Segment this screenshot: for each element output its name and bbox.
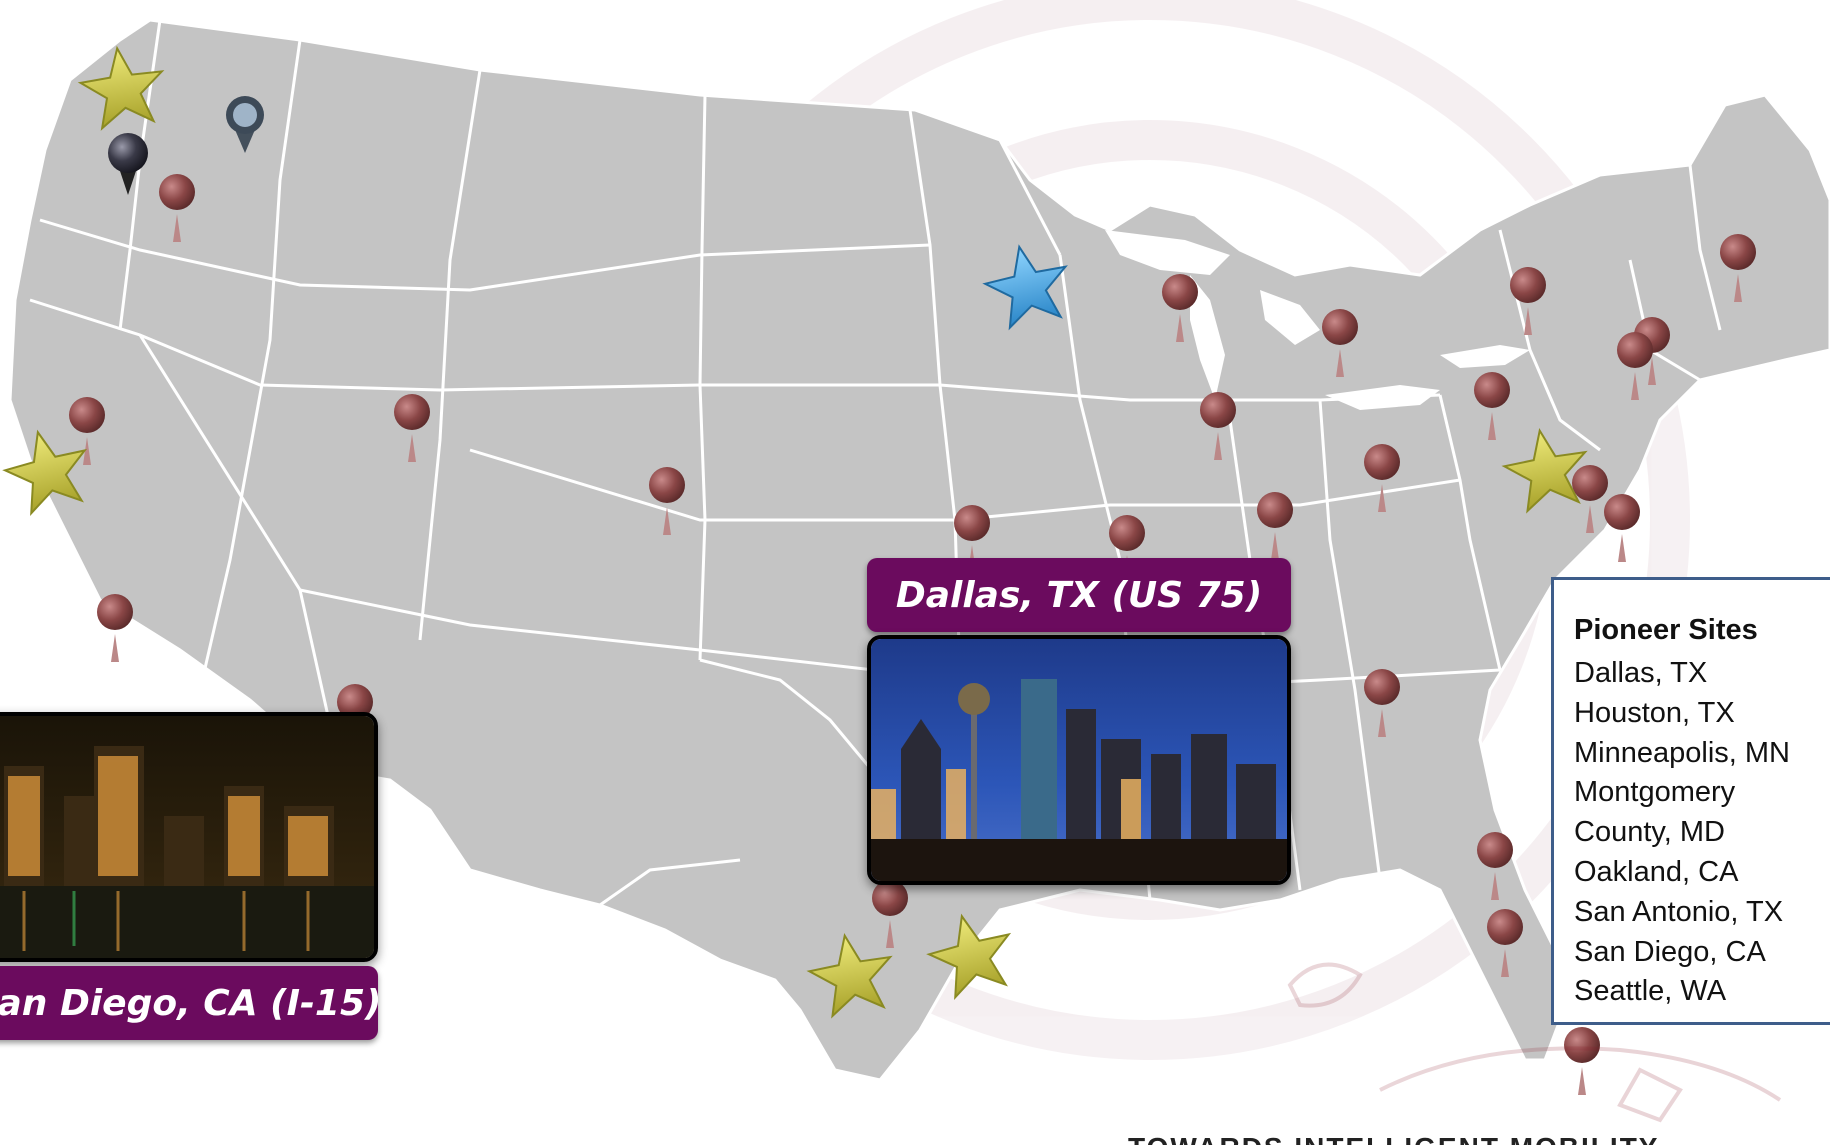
map-pin-icon[interactable] bbox=[159, 174, 195, 242]
map-pin-icon[interactable] bbox=[1474, 372, 1510, 440]
star-icon[interactable] bbox=[77, 43, 169, 131]
map-pin-icon[interactable] bbox=[1720, 234, 1756, 302]
map-pin-icon[interactable] bbox=[1564, 1027, 1600, 1095]
legend-item: Minneapolis, MN bbox=[1574, 736, 1790, 769]
star-icon[interactable] bbox=[1499, 424, 1593, 514]
star-icon[interactable] bbox=[804, 929, 898, 1019]
map-pin-icon[interactable] bbox=[1322, 309, 1358, 377]
legend-title: Pioneer Sites bbox=[1574, 614, 1758, 646]
legend-list: Dallas, TX Houston, TX Minneapolis, MN M… bbox=[1574, 654, 1830, 1012]
footer-tagline: TOWARDS INTELLIGENT MOBILITY bbox=[1128, 1132, 1659, 1145]
legend-item: Houston, TX bbox=[1574, 696, 1735, 729]
map-pin-icon[interactable] bbox=[1572, 465, 1608, 533]
map-pin-icon[interactable] bbox=[1257, 492, 1293, 560]
star-icon[interactable] bbox=[0, 422, 96, 517]
map-pin-icon[interactable] bbox=[1477, 832, 1513, 900]
legend-item: County, MD bbox=[1574, 816, 1725, 849]
map-pin-icon[interactable] bbox=[108, 133, 148, 195]
map-pin-icon[interactable] bbox=[394, 394, 430, 462]
legend-item: San Diego, CA bbox=[1574, 935, 1766, 968]
map-pin-icon[interactable] bbox=[69, 397, 105, 465]
map-pin-icon[interactable] bbox=[872, 880, 908, 948]
star-icon[interactable] bbox=[922, 906, 1020, 1001]
pioneer-sites-legend: Pioneer Sites Dallas, TX Houston, TX Min… bbox=[1551, 577, 1830, 1025]
dallas-callout-label: Dallas, TX (US 75) bbox=[867, 558, 1291, 632]
legend-item: San Antonio, TX bbox=[1574, 895, 1784, 928]
map-pin-icon[interactable] bbox=[1604, 494, 1640, 562]
legend-item: Montgomery bbox=[1574, 776, 1736, 809]
map-pin-icon[interactable] bbox=[1200, 392, 1236, 460]
map-pin-icon[interactable] bbox=[1487, 909, 1523, 977]
map-pin-icon[interactable] bbox=[1364, 444, 1400, 512]
san-diego-callout-label: San Diego, CA (I-15) bbox=[0, 966, 381, 1040]
great-lakes bbox=[1105, 230, 1530, 410]
legend-item: Seattle, WA bbox=[1574, 975, 1727, 1008]
legend-item: Oakland, CA bbox=[1574, 855, 1739, 888]
map-pin-icon[interactable] bbox=[1162, 274, 1198, 342]
pioneer-site-pins bbox=[69, 174, 1756, 1095]
map-pin-icon[interactable] bbox=[97, 594, 133, 662]
map-pin-icon[interactable] bbox=[649, 467, 685, 535]
dallas-skyline-photo bbox=[867, 635, 1291, 885]
stars bbox=[0, 43, 1593, 1019]
star-icon[interactable] bbox=[979, 238, 1075, 331]
map-pin-icon[interactable] bbox=[1617, 332, 1653, 400]
watermark-graphics bbox=[1287, 962, 1782, 1123]
legend-item: Dallas, TX bbox=[1574, 657, 1708, 689]
map-pin-icon[interactable] bbox=[1364, 669, 1400, 737]
dark-pins bbox=[108, 96, 264, 195]
map-pin-icon[interactable] bbox=[226, 96, 264, 153]
map-pin-icon[interactable] bbox=[1510, 267, 1546, 335]
san-diego-skyline-photo bbox=[0, 712, 378, 962]
